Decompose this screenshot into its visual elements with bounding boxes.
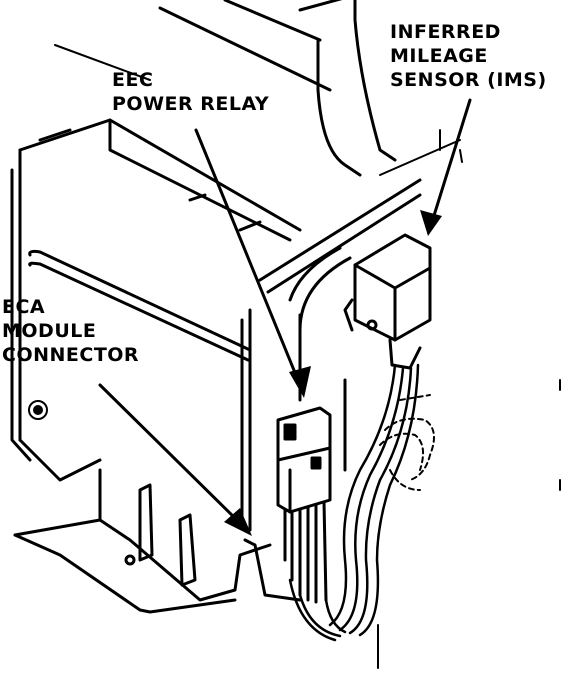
eca-label-line-3: CONNECTOR — [2, 344, 140, 366]
dashed-alternate-routing — [379, 394, 435, 491]
wiring-harness — [288, 363, 420, 642]
guide-lines — [377, 129, 561, 669]
eca-module-body — [10, 118, 302, 532]
relay-leader-line — [194, 128, 302, 387]
eca-leader-line — [98, 383, 244, 527]
mounting-bracket — [13, 468, 302, 614]
relay-label-line-1: EEC — [112, 69, 154, 91]
ims-label: INFERRED MILEAGE SENSOR (IMS) — [390, 20, 547, 92]
ims-leader-line — [430, 98, 472, 224]
mounting-bolt — [28, 400, 48, 420]
relay-arrowhead — [289, 366, 311, 398]
eca-label-line-2: MODULE — [2, 320, 97, 342]
ims-arrowhead — [420, 210, 442, 236]
arrowheads — [224, 210, 442, 536]
ims-label-line-2: MILEAGE — [390, 45, 488, 67]
ims-sensor — [343, 233, 432, 370]
eec-power-relay — [276, 406, 332, 604]
relay-label: EEC POWER RELAY — [112, 68, 269, 116]
eca-label: ECA MODULE CONNECTOR — [2, 295, 139, 367]
eca-arrowhead — [224, 508, 252, 536]
leader-arrows — [98, 98, 472, 527]
upper-housing — [54, 0, 397, 177]
eca-label-line-1: ECA — [2, 296, 46, 318]
ims-label-line-1: INFERRED — [390, 21, 501, 43]
side-panel — [258, 139, 461, 472]
ims-label-line-3: SENSOR (IMS) — [390, 69, 547, 91]
relay-label-line-2: POWER RELAY — [112, 93, 270, 115]
